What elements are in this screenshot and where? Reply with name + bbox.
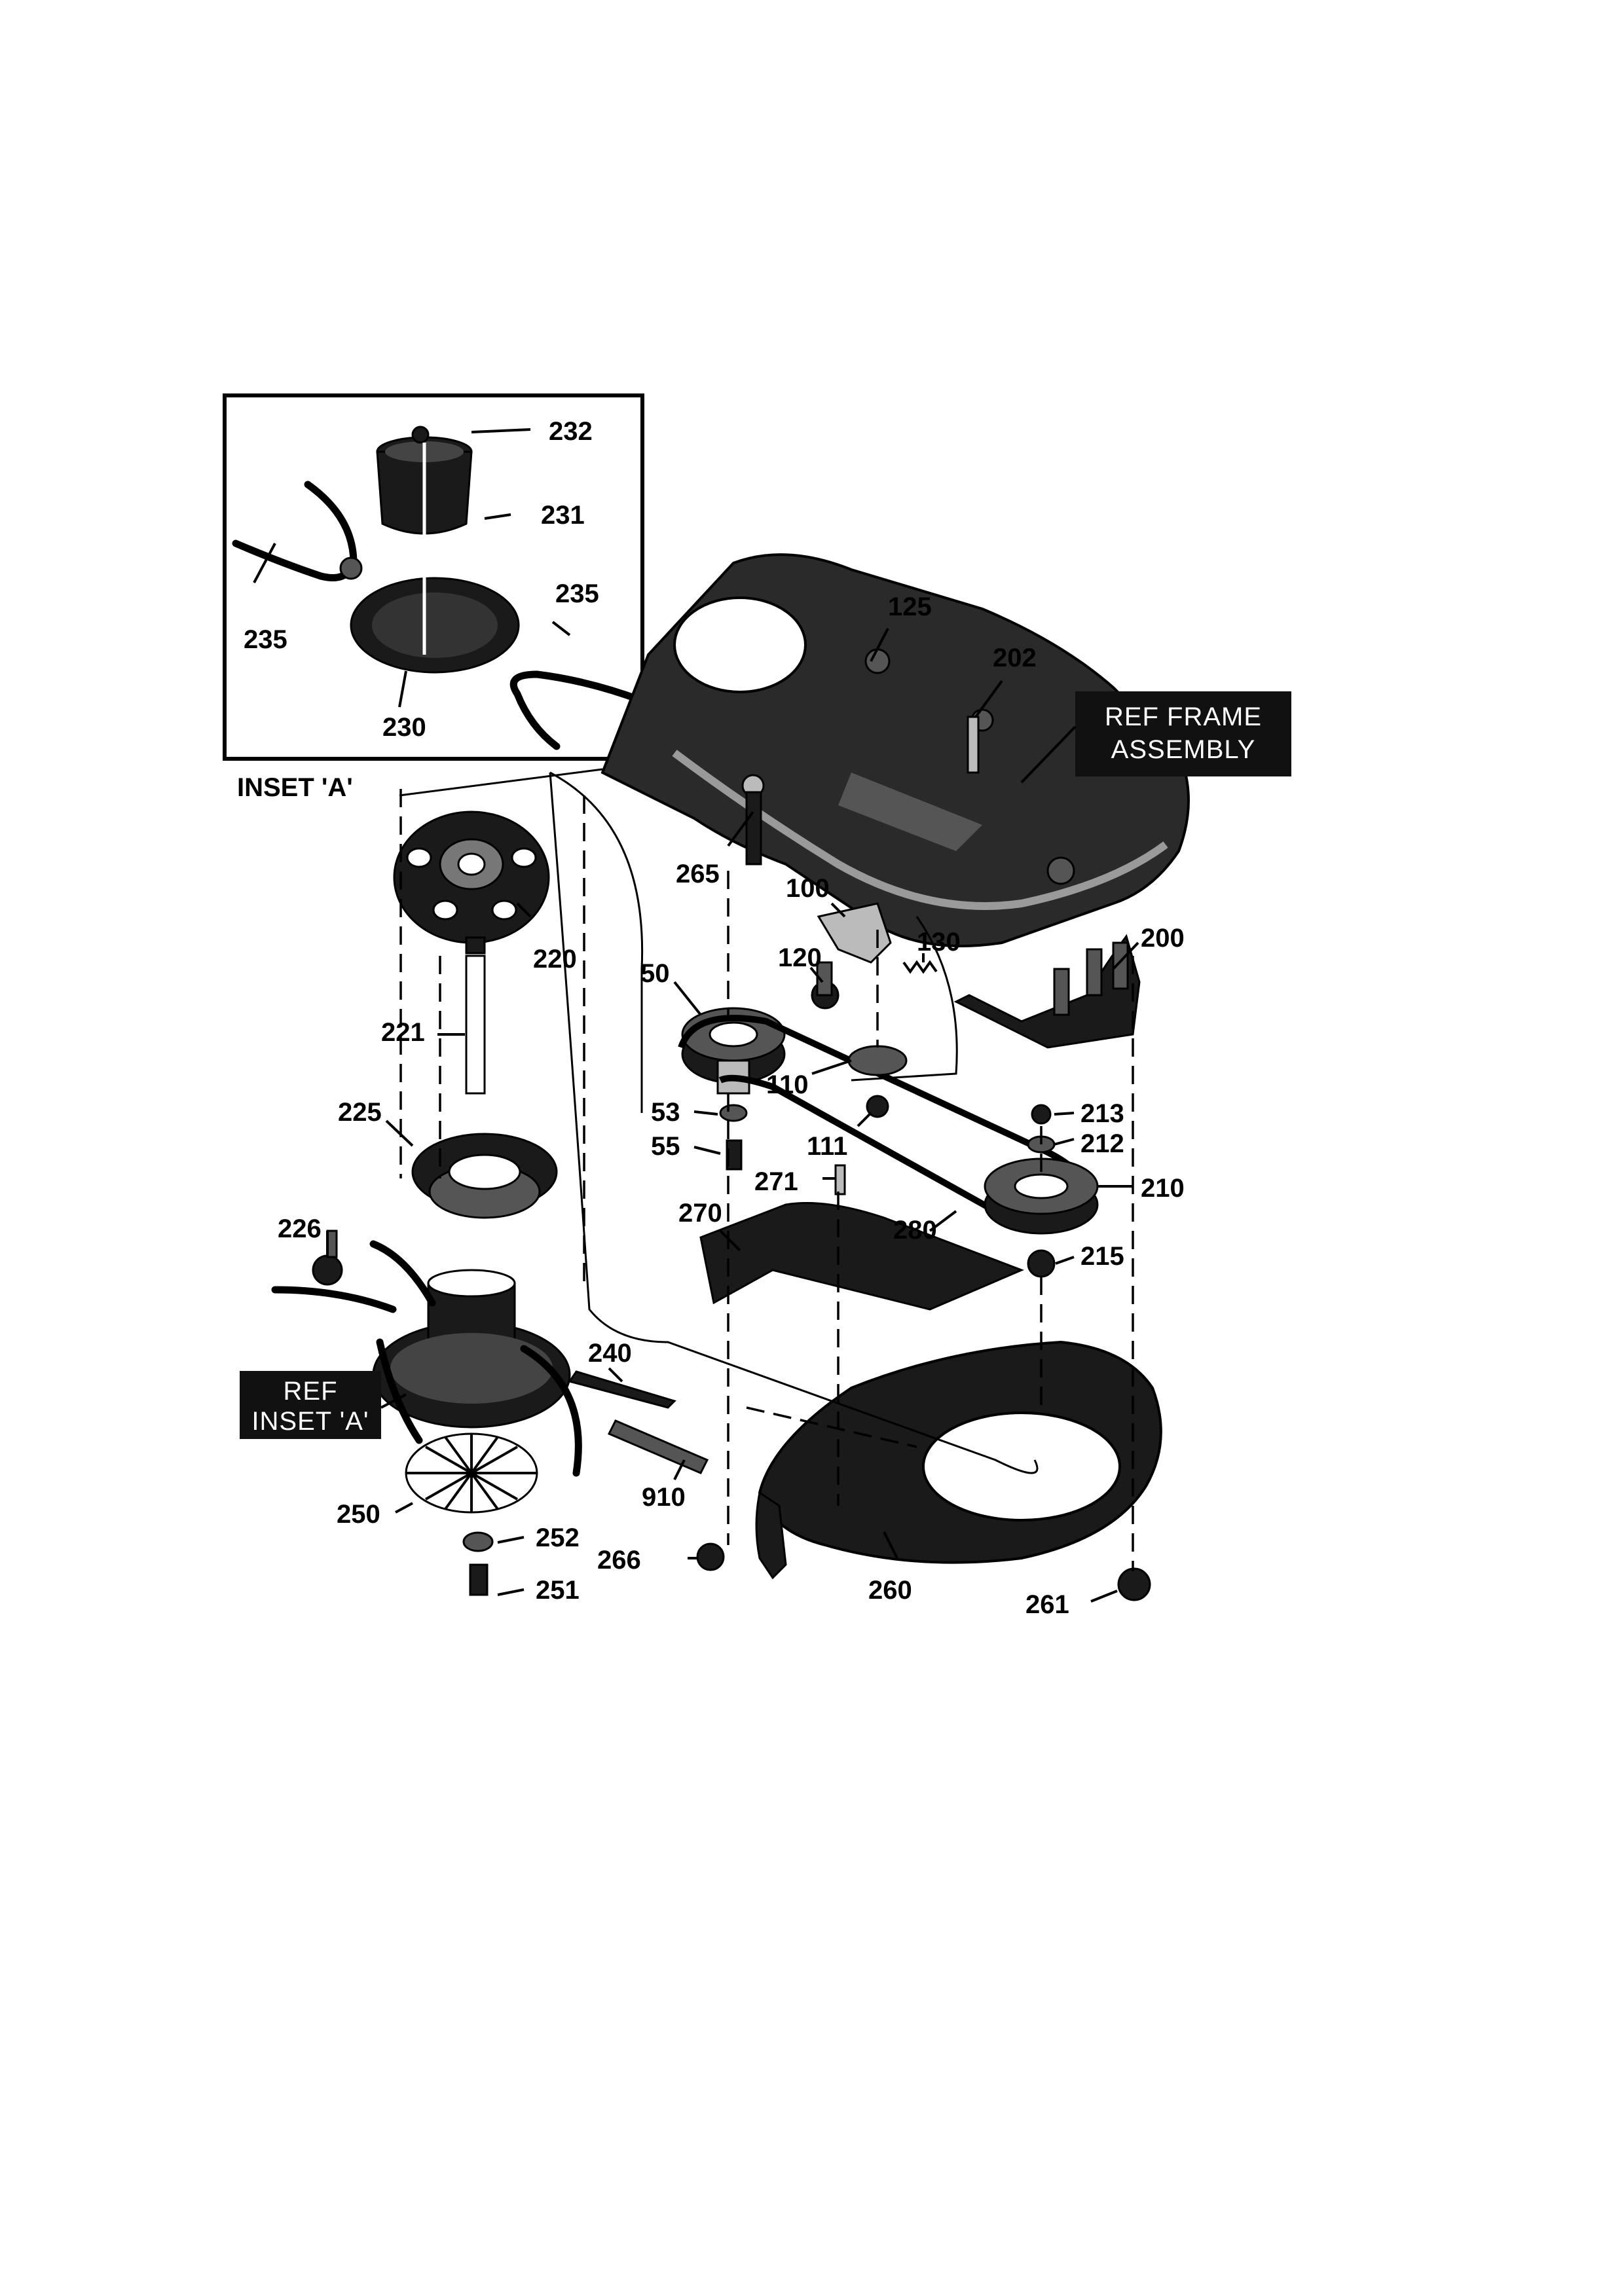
reel-220 xyxy=(393,811,550,944)
cutting-head xyxy=(372,1269,571,1429)
inset-a-frame xyxy=(223,393,644,761)
label-251: 251 xyxy=(536,1576,580,1605)
pulley-210 xyxy=(984,1157,1099,1235)
label-212: 212 xyxy=(1080,1129,1124,1158)
label-260: 260 xyxy=(868,1576,912,1605)
ref-inset-text-line2: INSET 'A' xyxy=(251,1407,369,1436)
label-271: 271 xyxy=(754,1167,798,1196)
label-240: 240 xyxy=(588,1339,632,1368)
key-910 xyxy=(607,1419,709,1474)
label-252: 252 xyxy=(536,1523,580,1552)
deflector-270 xyxy=(699,1202,1024,1311)
idler-bracket-100 xyxy=(817,902,892,964)
label-202: 202 xyxy=(993,644,1037,672)
ref-inset-a-box: REF INSET 'A' xyxy=(240,1371,381,1439)
label-50: 50 xyxy=(640,959,670,988)
bolt-202 xyxy=(967,716,980,774)
label-120: 120 xyxy=(778,943,822,972)
trimmer-line-235-right xyxy=(509,670,646,750)
label-55: 55 xyxy=(651,1132,680,1161)
bolt-265 xyxy=(741,774,765,866)
ref-frame-text-line2: ASSEMBLY xyxy=(1111,735,1256,764)
label-100: 100 xyxy=(786,874,830,903)
label-235-right: 235 xyxy=(555,579,599,608)
idler-pulley-110 xyxy=(847,1045,908,1076)
label-53: 53 xyxy=(651,1098,680,1127)
nut-215 xyxy=(1027,1249,1056,1278)
bolt-251 xyxy=(469,1563,489,1596)
label-226: 226 xyxy=(278,1214,322,1243)
label-130: 130 xyxy=(917,928,961,957)
label-250: 250 xyxy=(337,1500,380,1529)
ref-frame-assembly-box: REF FRAME ASSEMBLY xyxy=(1075,691,1291,776)
label-232: 232 xyxy=(549,417,593,446)
label-200: 200 xyxy=(1141,924,1185,953)
label-125: 125 xyxy=(888,592,932,621)
label-215: 215 xyxy=(1080,1242,1124,1271)
label-270: 270 xyxy=(678,1199,722,1228)
bracket-200 xyxy=(953,934,1141,1049)
nut-111 xyxy=(866,1095,889,1118)
trimmer-line-235-left xyxy=(232,481,358,581)
bolt-55 xyxy=(726,1139,743,1171)
bolt-226 xyxy=(312,1230,343,1286)
fan-250 xyxy=(405,1432,538,1514)
spool-disc-230 xyxy=(350,563,520,674)
washer-252 xyxy=(462,1531,494,1552)
label-111: 111 xyxy=(807,1132,847,1161)
ref-frame-text-line1: REF FRAME xyxy=(1105,702,1262,731)
nut-213 xyxy=(1031,1104,1052,1125)
bolt-120 xyxy=(811,961,840,1010)
label-910: 910 xyxy=(642,1483,686,1512)
label-110: 110 xyxy=(766,1070,809,1099)
nut-266 xyxy=(696,1542,725,1571)
pin-271 xyxy=(834,1164,846,1195)
assembly-guide-lines xyxy=(399,768,1134,1571)
housing-260 xyxy=(755,1340,1162,1580)
hub-225 xyxy=(411,1133,558,1219)
label-265: 265 xyxy=(676,860,720,888)
label-220: 220 xyxy=(533,945,577,974)
label-210: 210 xyxy=(1141,1174,1185,1203)
ref-inset-text-line1: REF xyxy=(284,1377,338,1406)
label-231: 231 xyxy=(541,501,585,530)
spring-130 xyxy=(902,960,938,974)
label-230: 230 xyxy=(382,713,426,742)
label-225: 225 xyxy=(338,1098,382,1127)
shaft-221 xyxy=(465,936,486,1095)
blade-240 xyxy=(568,1370,676,1409)
label-261: 261 xyxy=(1025,1590,1069,1619)
spacer-53 xyxy=(719,1104,748,1122)
label-213: 213 xyxy=(1080,1099,1124,1128)
label-280: 280 xyxy=(893,1216,937,1245)
bolt-261 xyxy=(1117,1567,1151,1601)
part-labels: 232 231 235 235 230 INSET 'A' 125 202 26… xyxy=(237,417,1185,1619)
inset-a-label: INSET 'A' xyxy=(237,773,353,802)
label-235-left: 235 xyxy=(244,625,287,654)
label-266: 266 xyxy=(597,1546,641,1575)
label-221: 221 xyxy=(381,1018,425,1047)
leader-lines xyxy=(326,628,1139,1603)
